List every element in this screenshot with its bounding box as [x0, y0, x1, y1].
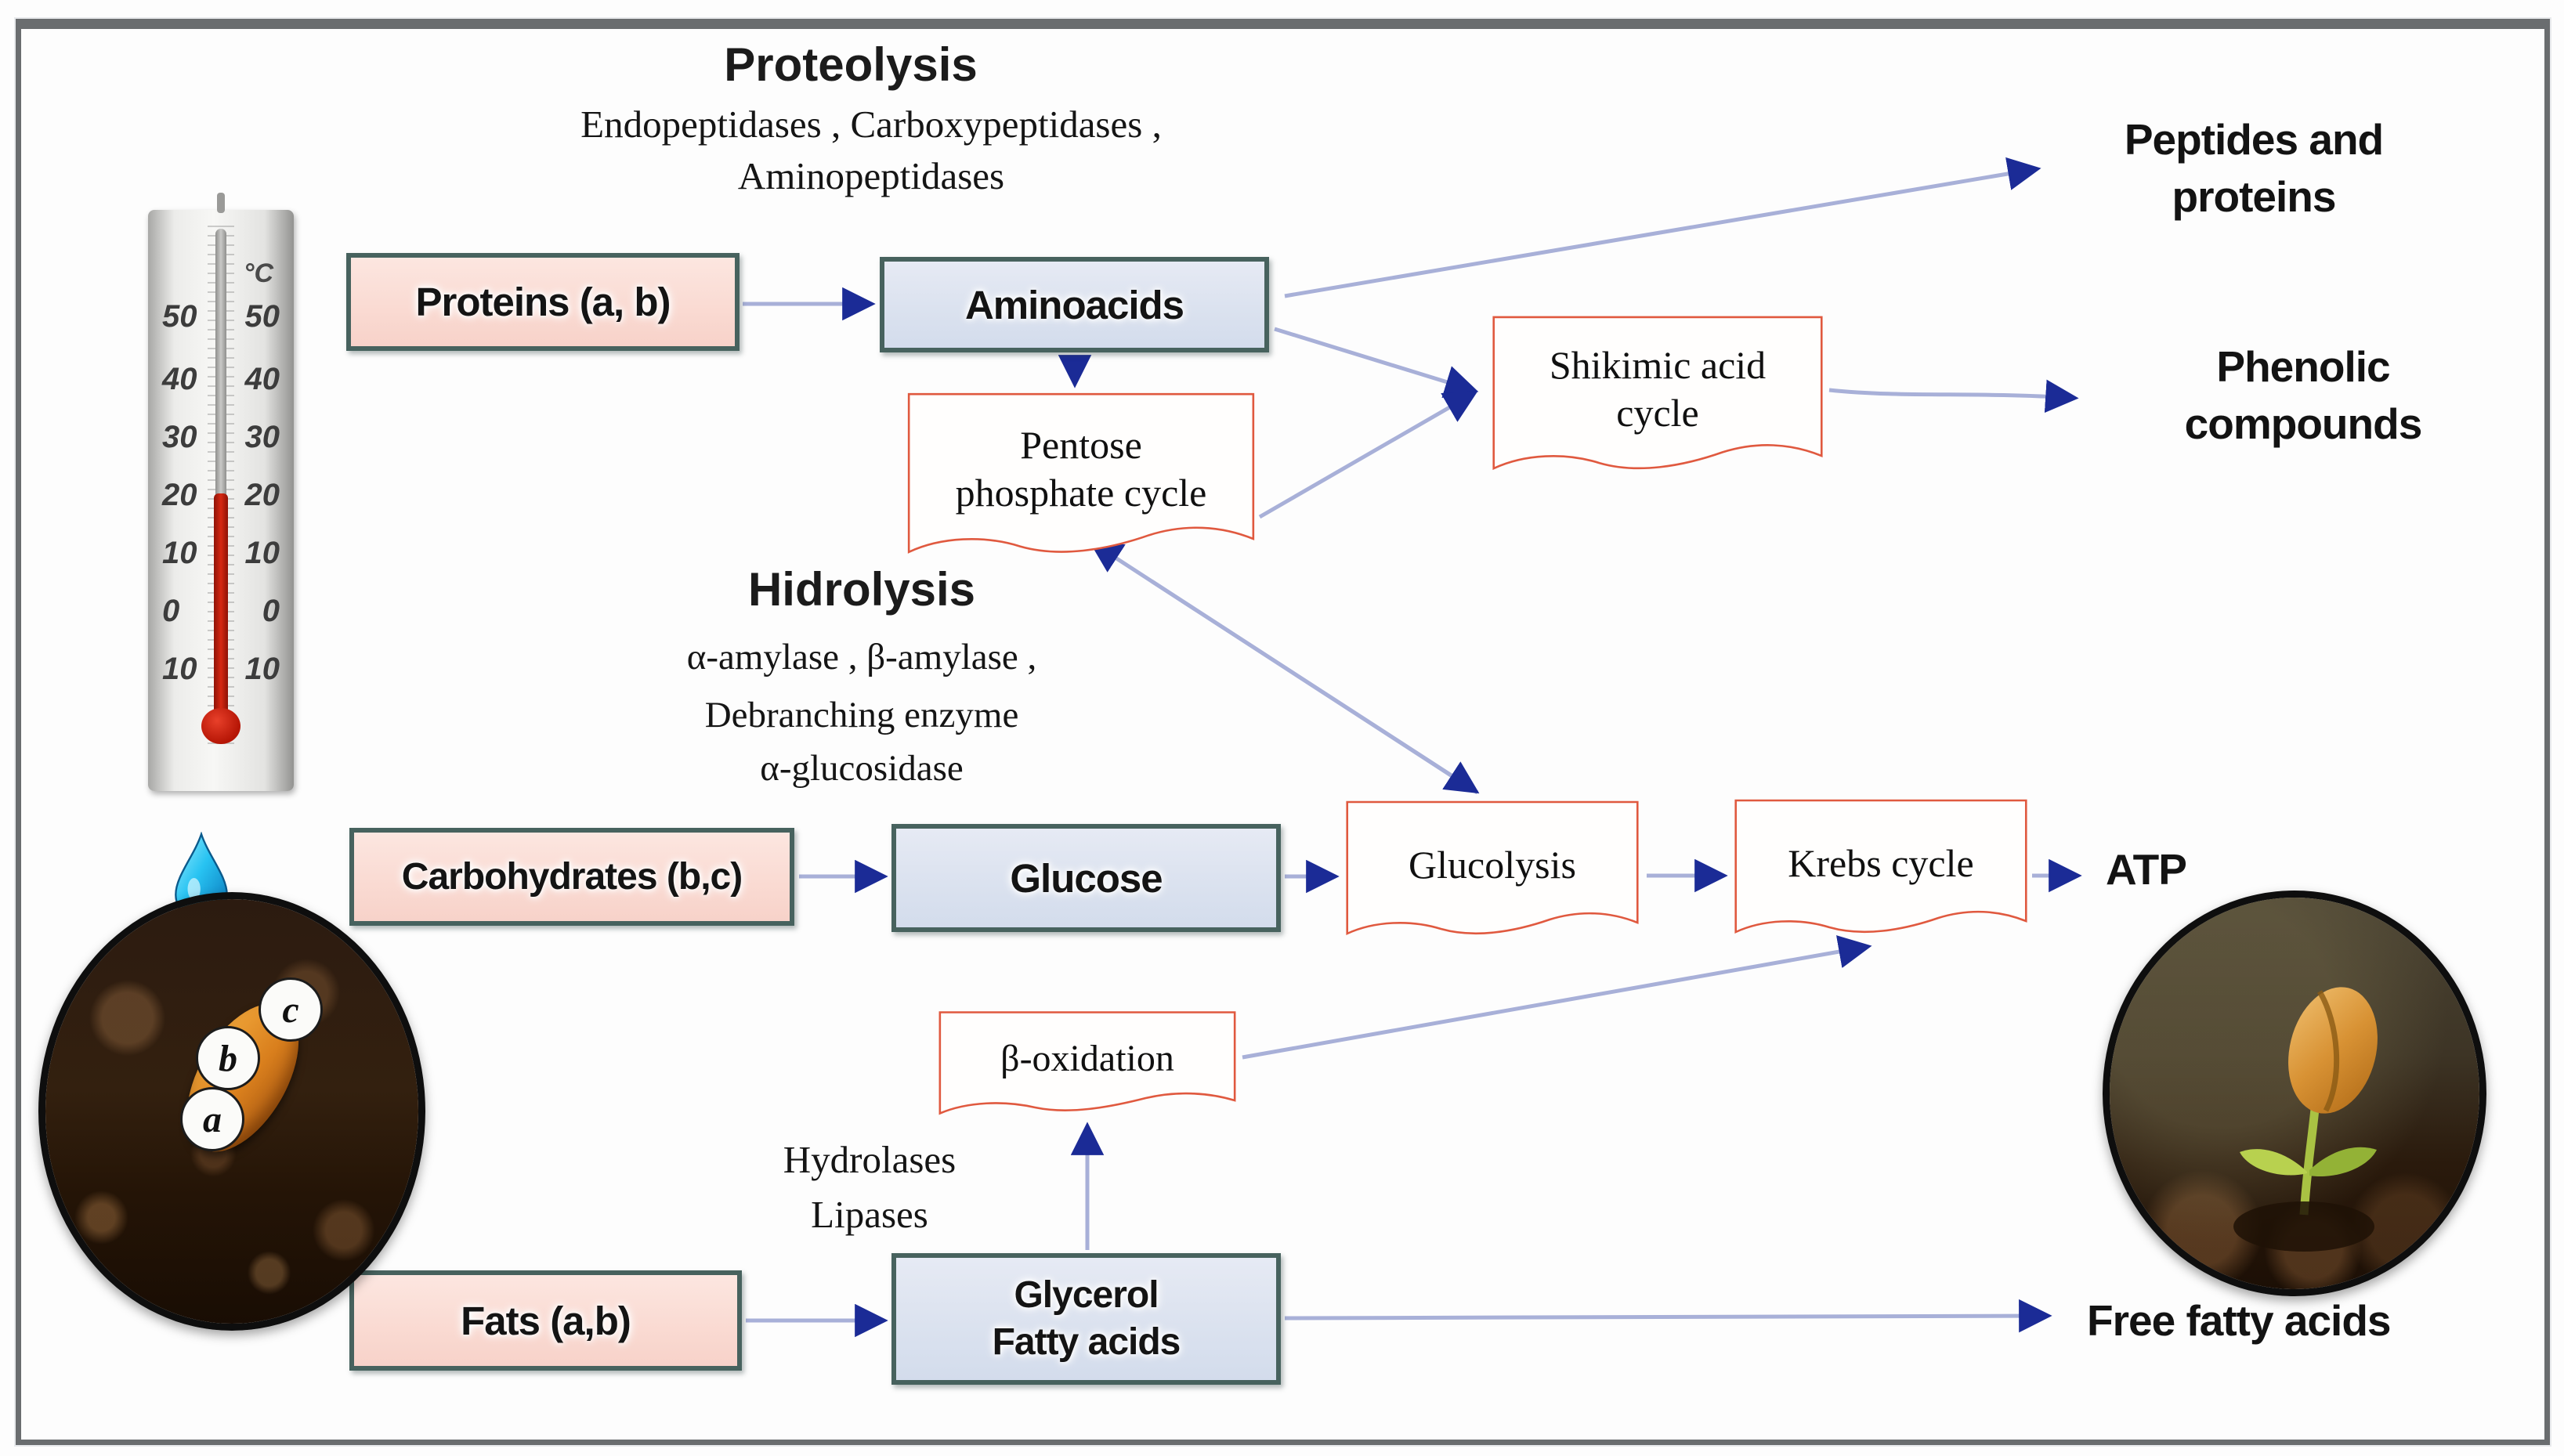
shikimic-acid-cycle-shape: Shikimic acid cycle — [1487, 312, 1828, 492]
scale-value-right: 0 — [262, 593, 280, 628]
free-fatty-acids-label: Free fatty acids — [2087, 1296, 2392, 1345]
proteins-box-label: Proteins (a, b) — [415, 280, 671, 324]
thermometer-scale-row: 40 40 — [148, 360, 294, 398]
thermometer-scale-row: 10 10 — [148, 650, 294, 688]
seed-part-label-a: a — [180, 1087, 244, 1151]
peptides-line2: proteins — [2172, 172, 2337, 222]
glycerol-fattyacids-box: Glycerol Fatty acids — [891, 1253, 1281, 1385]
glucose-box-label: Glucose — [1010, 855, 1163, 901]
carbohydrates-box-label: Carbohydrates (b,c) — [401, 856, 743, 898]
glucolysis-shape: Glucolysis — [1341, 797, 1644, 954]
scale-value-right: 20 — [244, 477, 280, 512]
diagram-border-frame — [16, 19, 2550, 1445]
scale-value-right: 50 — [244, 298, 280, 334]
hidrolysis-enzymes-line3: α-glucosidase — [760, 748, 964, 789]
thermometer-unit-label: °C — [243, 258, 273, 288]
carbohydrates-box: Carbohydrates (b,c) — [349, 828, 794, 926]
hidrolysis-enzymes-line2: Debranching enzyme — [704, 695, 1019, 735]
krebs-cycle-shape: Krebs cycle — [1730, 796, 2032, 952]
proteolysis-title: Proteolysis — [724, 38, 978, 91]
glucolysis-label: Glucolysis — [1409, 842, 1576, 887]
lipolysis-enzymes-line1: Hydrolases — [783, 1138, 957, 1181]
fatty-acids-label: Fatty acids — [992, 1321, 1181, 1363]
sprouting-seedling-photo — [2103, 891, 2486, 1296]
scale-value-left: 10 — [162, 651, 197, 686]
seed-in-soil-photo: c b a — [38, 892, 425, 1331]
thermometer-glass-tube — [215, 229, 226, 503]
thermometer-scale-row: 10 10 — [148, 534, 294, 572]
glucose-box: Glucose — [891, 824, 1281, 932]
seed-part-letter: a — [203, 1098, 222, 1140]
beta-oxidation-label: β-oxidation — [1000, 1038, 1174, 1080]
seed-part-label-c: c — [259, 977, 323, 1042]
thermometer-hanger — [217, 193, 225, 213]
pentose-label-line1: Pentose — [1020, 423, 1142, 468]
scale-value-left: 50 — [162, 298, 197, 334]
phenolic-compounds-label: Phenolic compounds — [2131, 338, 2475, 453]
scale-value-left: 0 — [162, 593, 180, 628]
pentose-phosphate-cycle-shape: Pentose phosphate cycle — [902, 388, 1260, 576]
lipolysis-enzymes-line2: Lipases — [811, 1193, 928, 1236]
krebs-label: Krebs cycle — [1788, 840, 1974, 885]
pentose-label-line2: phosphate cycle — [955, 471, 1207, 515]
shikimic-label-line1: Shikimic acid — [1549, 342, 1767, 387]
scale-value-right: 40 — [244, 361, 280, 396]
hidrolysis-title: Hidrolysis — [747, 563, 976, 616]
seed-part-letter: b — [219, 1037, 237, 1079]
seedling-illustration — [2233, 987, 2378, 1252]
thermometer-mercury-column — [214, 493, 228, 728]
phenolic-line2: compounds — [2184, 399, 2423, 449]
scale-value-left: 20 — [162, 477, 197, 512]
hidrolysis-enzymes-line1: α-amylase , β-amylase , — [686, 637, 1037, 677]
phenolic-line1: Phenolic — [2216, 342, 2390, 391]
scale-value-right: 10 — [244, 651, 280, 686]
shikimic-label-line2: cycle — [1616, 390, 1699, 435]
seed-part-letter: c — [282, 988, 299, 1031]
thermometer-scale-row: 30 30 — [148, 418, 294, 456]
scale-value-right: 30 — [244, 419, 280, 454]
glycerol-label: Glycerol — [1014, 1274, 1159, 1316]
atp-label: ATP — [2106, 845, 2187, 894]
peptides-line1: Peptides and — [2124, 115, 2384, 164]
seed-part-label-b: b — [196, 1026, 260, 1090]
scale-value-right: 10 — [244, 535, 280, 570]
scale-value-left: 10 — [162, 535, 197, 570]
scale-value-left: 30 — [162, 419, 197, 454]
aminoacids-box-label: Aminoacids — [964, 282, 1184, 327]
fats-box-label: Fats (a,b) — [461, 1298, 631, 1343]
scale-value-left: 40 — [162, 361, 197, 396]
thermometer-bulb — [201, 708, 240, 744]
aminoacids-box: Aminoacids — [880, 257, 1269, 352]
peptides-proteins-label: Peptides and proteins — [2093, 111, 2414, 226]
beta-oxidation-shape: β-oxidation — [934, 1009, 1241, 1126]
proteolysis-enzymes-line2: Aminopeptidases — [737, 154, 1005, 197]
thermometer-scale-row: 50 50 — [148, 298, 294, 335]
proteins-box: Proteins (a, b) — [346, 253, 740, 351]
proteolysis-enzymes-line1: Endopeptidases , Carboxypeptidases , — [580, 103, 1162, 146]
